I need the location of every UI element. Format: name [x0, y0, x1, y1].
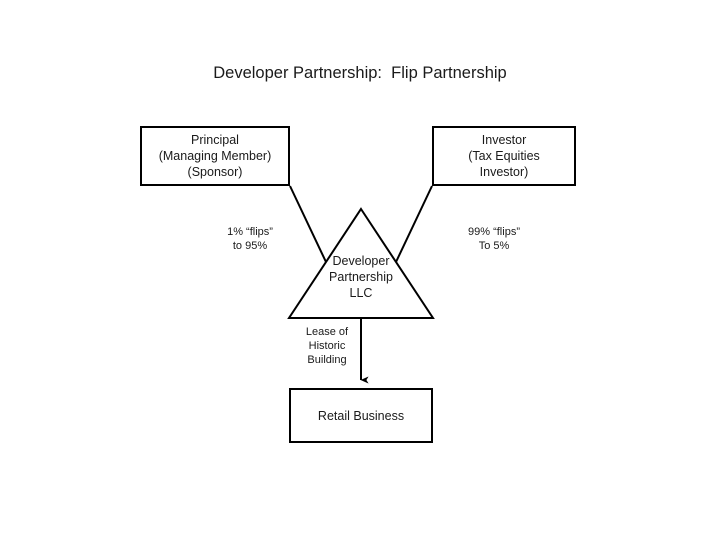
node-retail-business: Retail Business [289, 388, 433, 443]
node-investor-label: Investor (Tax Equities Investor) [468, 133, 540, 179]
node-principal-label: Principal (Managing Member) (Sponsor) [158, 133, 272, 179]
edge-label-investor-flip: 99% “flips” To 5% [468, 226, 520, 252]
node-retail-business-label: Retail Business [317, 408, 405, 423]
edge-label-principal-flip: 1% “flips” to 95% [227, 226, 273, 252]
node-partnership-label: Developer Partnership LLC [329, 254, 393, 300]
edge-principal-to-partnership [289, 185, 327, 263]
node-investor: Investor (Tax Equities Investor) [432, 126, 576, 186]
page-title: Developer Partnership: Flip Partnership [213, 64, 507, 82]
edge-investor-to-partnership [395, 185, 433, 263]
node-principal: Principal (Managing Member) (Sponsor) [140, 126, 290, 186]
edge-label-lease: Lease of Historic Building [305, 326, 349, 366]
